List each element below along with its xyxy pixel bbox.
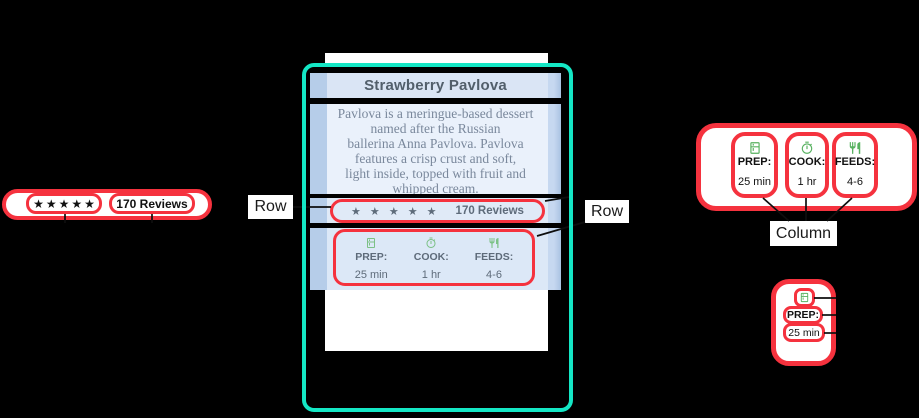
feeds-column-outline: FEEDS: 4-6 bbox=[832, 132, 878, 198]
cook-label: COOK: bbox=[788, 156, 826, 168]
feeds-value: 4-6 bbox=[847, 176, 863, 188]
prep-label: PREP: bbox=[737, 156, 772, 168]
description-line: whipped cream. bbox=[392, 181, 479, 196]
feeds-label: FEEDS: bbox=[474, 251, 514, 263]
description-line: Pavlova is a meringue-based dessert bbox=[337, 106, 534, 121]
description-line: light inside, topped with fruit and bbox=[345, 166, 526, 181]
section-gap bbox=[310, 223, 561, 228]
oven-icon bbox=[800, 292, 809, 303]
prep-value: 25 min bbox=[354, 269, 388, 281]
description-line: features a crisp crust and soft, bbox=[354, 151, 517, 166]
prep-column-outline: PREP: 25 min bbox=[731, 132, 778, 198]
reviews-count-label: 170 Reviews bbox=[455, 205, 524, 217]
timer-icon bbox=[801, 141, 813, 154]
info-column-cook: COOK: 1 hr bbox=[414, 237, 449, 283]
cook-column-outline: COOK: 1 hr bbox=[785, 132, 829, 198]
section-gap bbox=[310, 194, 561, 198]
card-description: Pavlova is a meringue-based dessert name… bbox=[310, 104, 561, 196]
cook-value: 1 hr bbox=[797, 176, 817, 188]
card-highlight-frame bbox=[302, 63, 573, 412]
cook-value: 1 hr bbox=[421, 269, 441, 281]
reviews-count-label: 170 Reviews bbox=[116, 196, 188, 211]
oven-icon bbox=[367, 238, 376, 248]
prep-value: 25 min bbox=[788, 326, 820, 339]
restaurant-icon bbox=[489, 238, 499, 248]
single-prep-label-outline: PREP: bbox=[783, 306, 823, 324]
left-stars-box: ★★★★★ bbox=[26, 193, 102, 214]
card-ratings-row-outline: ★ ★ ★ ★ ★ 170 Reviews bbox=[330, 199, 545, 223]
prep-value: 25 min bbox=[737, 176, 772, 188]
card-info-strip bbox=[310, 228, 561, 290]
card-title: Strawberry Pavlova bbox=[364, 77, 507, 94]
info-column-feeds: FEEDS: 4-6 bbox=[474, 237, 514, 283]
row-label-right: Row bbox=[585, 200, 629, 223]
restaurant-icon bbox=[849, 142, 861, 154]
oven-icon bbox=[749, 142, 760, 154]
description-line: ballerina Anna Pavlova. Pavlova bbox=[347, 136, 524, 151]
card-title-bar: Strawberry Pavlova bbox=[310, 73, 561, 98]
prep-label: PREP: bbox=[355, 251, 388, 263]
feeds-value: 4-6 bbox=[486, 269, 502, 281]
stars-icon: ★★★★★ bbox=[33, 196, 97, 211]
single-prep-value-outline: 25 min bbox=[783, 323, 825, 342]
left-reviews-box: 170 Reviews bbox=[109, 193, 195, 214]
prep-label: PREP: bbox=[786, 309, 820, 321]
column-label: Column bbox=[770, 221, 837, 246]
stars-icon: ★ ★ ★ ★ ★ bbox=[351, 205, 440, 218]
section-gap bbox=[310, 98, 561, 104]
card-ratings-strip bbox=[310, 198, 561, 224]
timer-icon bbox=[426, 237, 436, 248]
card-top-gap bbox=[306, 65, 569, 74]
feeds-label: FEEDS: bbox=[834, 156, 876, 168]
cook-label: COOK: bbox=[413, 251, 449, 263]
info-column-prep: PREP: 25 min bbox=[355, 237, 388, 283]
row-label-left: Row bbox=[248, 195, 293, 219]
card-info-row-outline: PREP: 25 min COOK: 1 hr FEEDS: 4-6 bbox=[333, 229, 535, 286]
description-line: named after the Russian bbox=[370, 121, 501, 136]
single-icon-outline bbox=[794, 288, 815, 307]
